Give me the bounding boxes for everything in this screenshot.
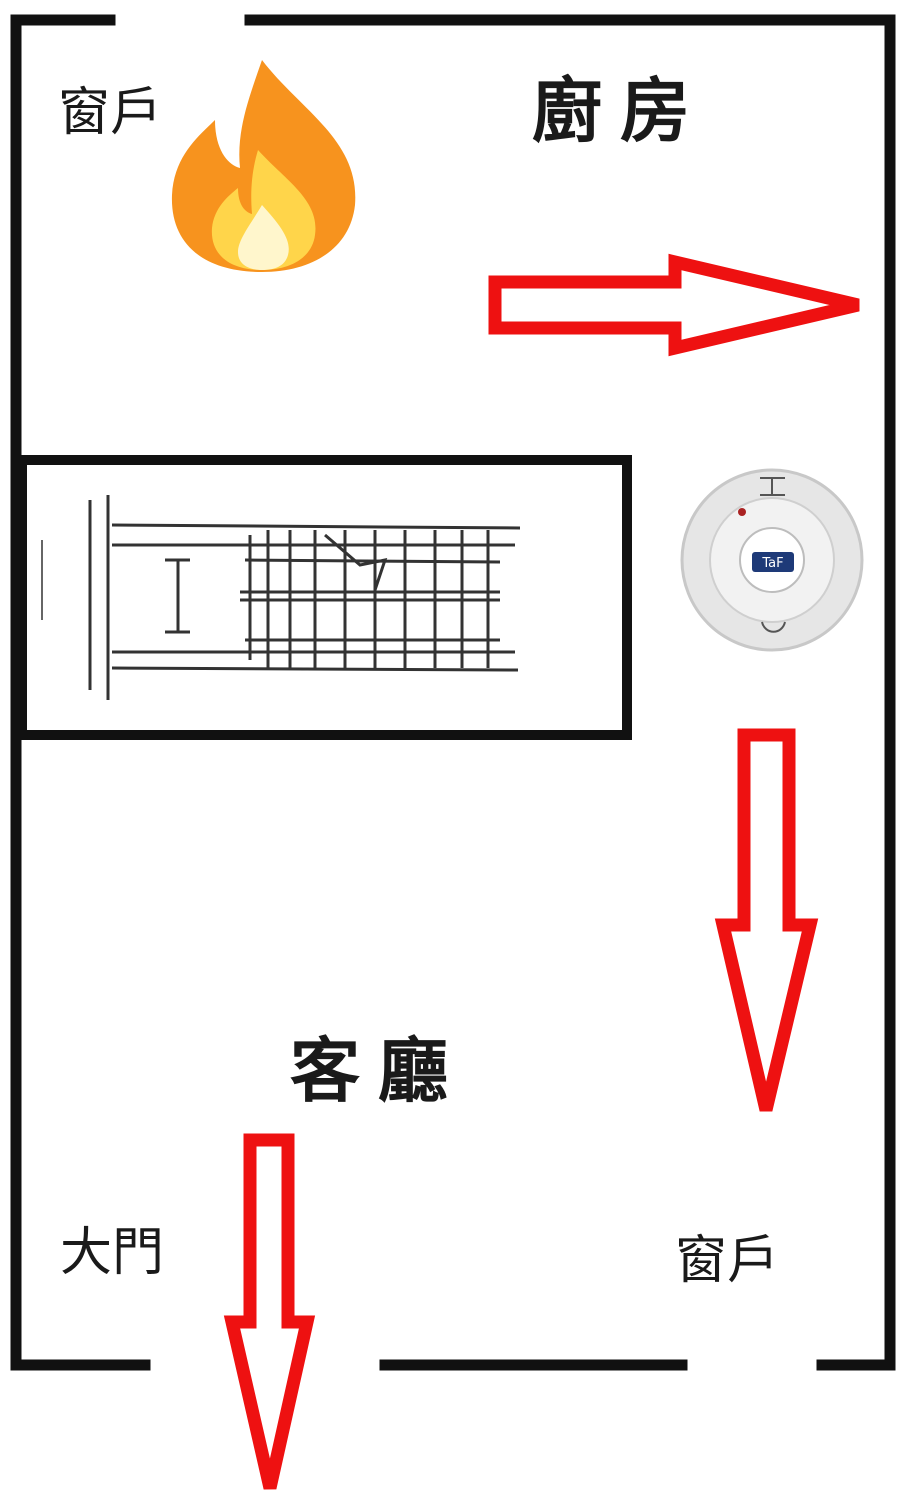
walls: [10, 14, 896, 1371]
window-label-bottom-right: 窗戶: [675, 1231, 780, 1291]
smoke-detector-icon: TaF: [680, 468, 864, 652]
arrow-right-kitchen: [488, 253, 860, 357]
fire-icon: [171, 60, 356, 272]
staircase-icon: [41, 495, 521, 700]
arrow-down-corridor: [714, 728, 819, 1112]
main-door-label: 大門: [60, 1223, 165, 1283]
escape-arrows: [223, 253, 860, 1490]
stair-room-wall: [17, 455, 632, 740]
kitchen-label: 廚房: [532, 69, 708, 152]
living-room-label: 客廳: [290, 1029, 466, 1112]
arrow-down-door: [223, 1133, 316, 1490]
window-label-top-left: 窗戶: [58, 83, 163, 143]
detector-label: TaF: [761, 556, 783, 571]
